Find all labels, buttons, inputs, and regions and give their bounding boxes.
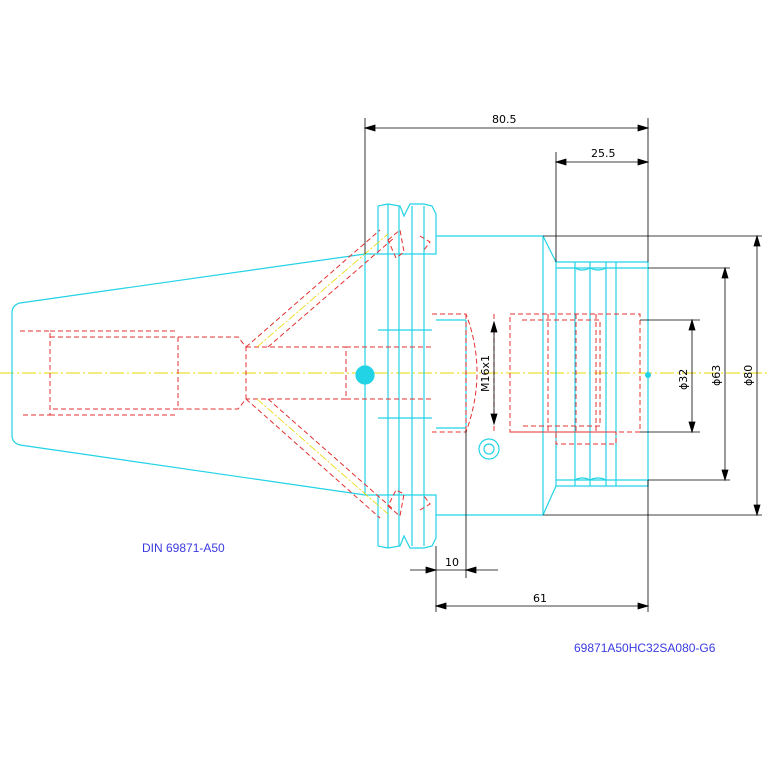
- dimension-lines: [363, 118, 762, 612]
- dim-body-dia: ϕ80: [742, 365, 755, 386]
- nose-center-mark: [645, 372, 651, 378]
- dim-nose-length: 25.5: [591, 147, 616, 160]
- standard-label: DIN 69871-A50: [142, 541, 225, 555]
- part-number-label: 69871A50HC32SA080-G6: [574, 641, 716, 655]
- coolant-centerlines: [256, 233, 389, 515]
- dim-clamp-dia: ϕ63: [710, 365, 723, 386]
- dim-bore-dia: ϕ32: [677, 369, 690, 390]
- dim-flange-offset: 10: [445, 556, 459, 569]
- tool-outline: [11, 203, 649, 549]
- dim-body-length: 61: [533, 592, 547, 605]
- dim-overall-length: 80.5: [492, 113, 517, 126]
- hidden-lines: [20, 229, 641, 519]
- dim-thread: M16x1: [479, 355, 492, 392]
